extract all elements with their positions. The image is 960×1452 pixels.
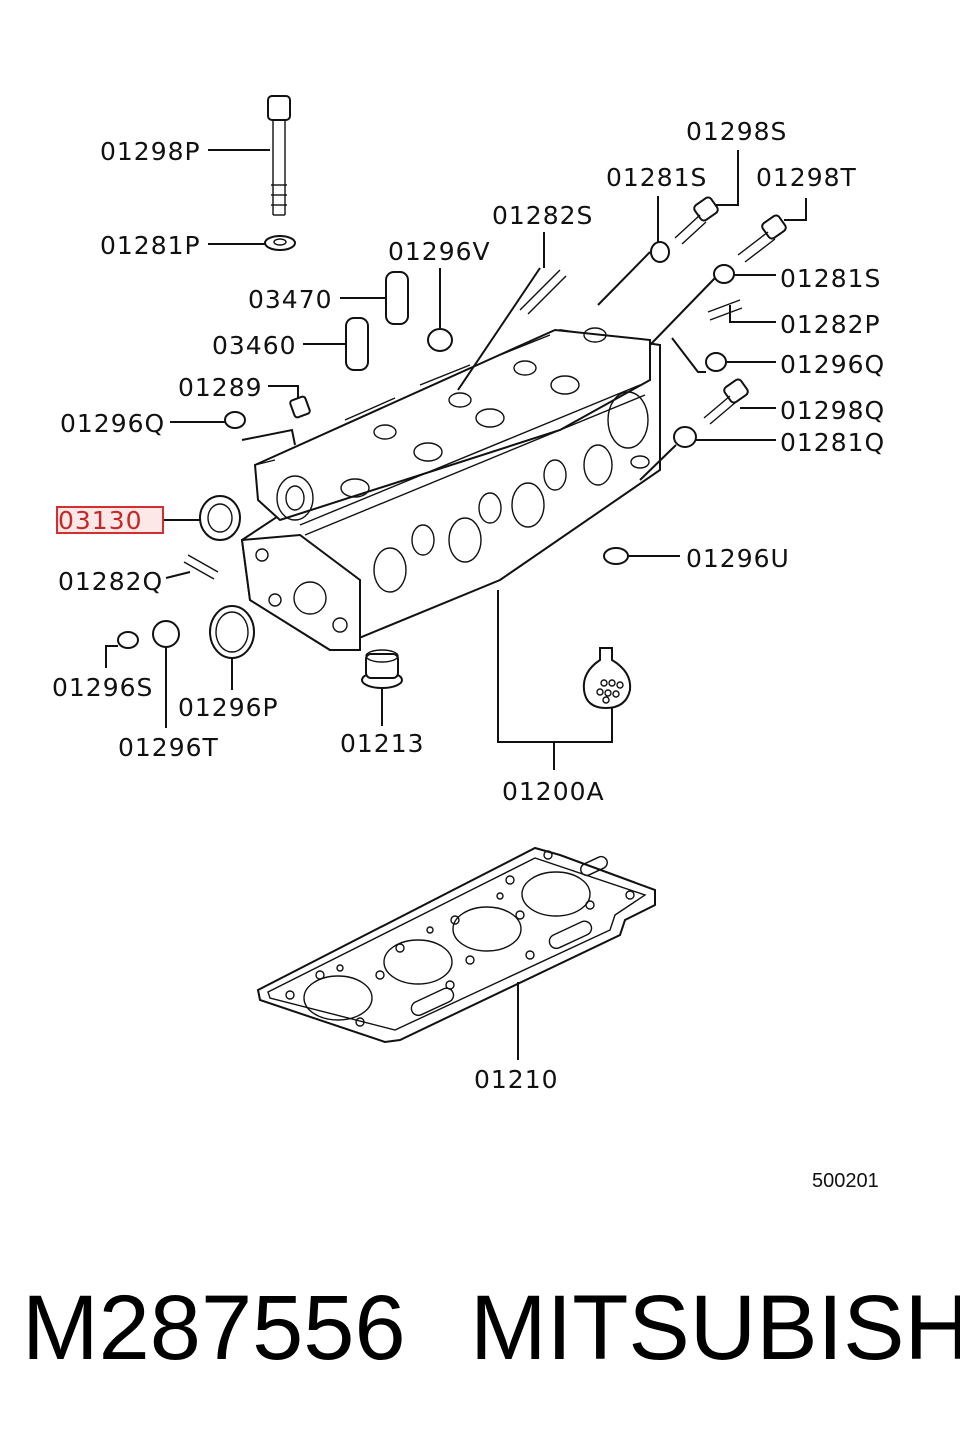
dowel-01289 [289,395,311,419]
washer-01281Q [673,426,697,448]
bolt-01298P [267,95,291,216]
label-01282P: 01282P [780,310,881,339]
washer-01281P [264,235,296,251]
plug-01296S [117,631,139,649]
label-01210: 01210 [474,1065,559,1094]
brand-name: MITSUBISHI [470,1277,960,1379]
label-01296Q-right: 01296Q [780,350,885,379]
label-01200A: 01200A [502,777,605,806]
label-03130: 03130 [58,506,143,535]
oil-seal-03130 [199,495,241,541]
label-01298T: 01298T [756,163,857,192]
label-01298S: 01298S [686,117,787,146]
label-01281Q: 01281Q [780,428,885,457]
leader-lines [105,149,807,1060]
gasket-kit-bag-icon [582,647,632,710]
label-01296Q-left: 01296Q [60,409,165,438]
lifter-03460 [345,317,369,371]
bolt-01298S [674,196,719,245]
diagram-code: 500201 [812,1170,879,1192]
stud-01282P [707,299,743,321]
stud-01282Q [183,554,219,580]
label-03460: 03460 [212,331,297,360]
lifter-03470 [385,271,409,325]
stud-01282S [519,269,567,315]
plug-01296V [427,328,453,352]
label-01296U: 01296U [686,544,790,573]
label-03470: 03470 [248,285,333,314]
label-01298P: 01298P [100,137,201,166]
label-01289: 01289 [178,373,263,402]
plug-01296T [152,620,180,648]
label-01281P: 01281P [100,231,201,260]
label-01296T: 01296T [118,733,219,762]
highlight-box-03130 [56,506,164,534]
bolt-01298T [737,214,787,263]
label-01282Q: 01282Q [58,567,163,596]
label-01213: 01213 [340,729,425,758]
plug-01296U [603,547,629,565]
label-01281S-top: 01281S [606,163,707,192]
label-01281S-right: 01281S [780,264,881,293]
callout-labels: 01298P 01281P 03470 03460 01289 01296Q 0… [52,117,885,1094]
plug-01296Q-right [705,352,727,372]
label-01296P: 01296P [178,693,279,722]
washer-01281S-top [650,241,670,263]
label-01298Q: 01298Q [780,396,885,425]
part-number: M287556 [22,1277,406,1379]
cylinder-head-illustration [240,327,661,652]
parts-diagram: 01298P 01281P 03470 03460 01289 01296Q 0… [52,95,885,1094]
plug-01296Q-left [224,411,246,429]
label-01296V: 01296V [388,237,491,266]
plug-01213 [361,649,403,689]
bolt-01298Q [703,378,749,425]
washer-01281S-right [713,264,735,284]
head-gasket-01210 [256,846,656,1044]
label-01296S: 01296S [52,673,153,702]
label-01282S: 01282S [492,201,593,230]
